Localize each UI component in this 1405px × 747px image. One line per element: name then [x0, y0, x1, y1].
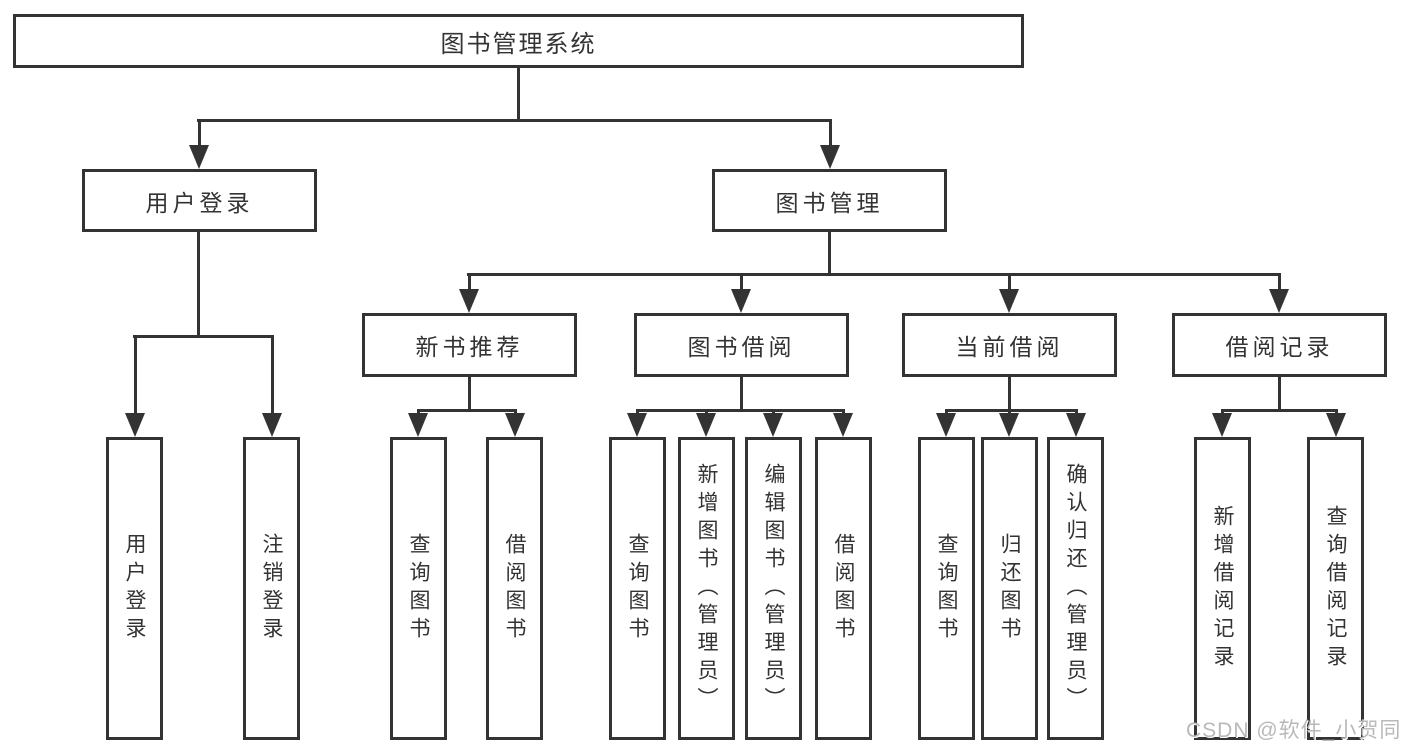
leaf-confirm-return-admin: 确认归还（管理员） — [1047, 437, 1104, 740]
connector-arrow — [262, 335, 282, 437]
leaf-borrow-books-1: 借阅图书 — [486, 437, 543, 740]
connector-line — [468, 377, 471, 409]
node-book-borrowing: 图书借阅 — [634, 313, 849, 377]
connector-line — [636, 409, 845, 412]
connector-arrow — [833, 409, 853, 437]
connector-arrow — [1269, 273, 1289, 313]
node-borrowing-records: 借阅记录 — [1172, 313, 1387, 377]
node-borrowing-records-label: 借阅记录 — [1225, 334, 1334, 360]
leaf-add-borrow-record: 新增借阅记录 — [1194, 437, 1251, 740]
connector-arrow — [1326, 409, 1346, 437]
leaf-user-login: 用户登录 — [106, 437, 163, 740]
leaf-query-books-3: 查询图书 — [918, 437, 975, 740]
leaf-query-books-2-label: 查询图书 — [626, 532, 649, 645]
node-book-borrowing-label: 图书借阅 — [687, 334, 796, 360]
node-root-label: 图书管理系统 — [440, 30, 597, 58]
leaf-borrow-books-2-label: 借阅图书 — [832, 532, 855, 645]
connector-arrow — [820, 119, 840, 169]
connector-line — [517, 68, 520, 122]
leaf-edit-books-admin-label: 编辑图书（管理员） — [762, 462, 785, 715]
leaf-query-borrow-record-label: 查询借阅记录 — [1324, 504, 1347, 673]
connector-arrow — [731, 273, 751, 313]
connector-line — [1008, 377, 1011, 409]
connector-arrow — [763, 409, 783, 437]
connector-arrow — [459, 273, 479, 313]
node-book-management-label: 图书管理 — [775, 189, 884, 216]
leaf-return-books: 归还图书 — [981, 437, 1038, 740]
leaf-add-books-admin-label: 新增图书（管理员） — [695, 462, 718, 715]
connector-arrow — [999, 273, 1019, 313]
node-current-borrowing-label: 当前借阅 — [955, 334, 1064, 360]
leaf-add-books-admin: 新增图书（管理员） — [678, 437, 735, 740]
connector-line — [417, 409, 517, 412]
connector-line — [1221, 409, 1337, 412]
connector-arrow — [627, 409, 647, 437]
leaf-confirm-return-admin-label: 确认归还（管理员） — [1064, 462, 1087, 715]
node-user-login: 用户登录 — [82, 169, 317, 232]
connector-line — [197, 232, 200, 335]
node-new-book-recommend-label: 新书推荐 — [415, 334, 524, 360]
connector-line — [828, 232, 831, 273]
node-book-management: 图书管理 — [712, 169, 947, 232]
leaf-logout-label: 注销登录 — [260, 532, 283, 645]
watermark: CSDN @软件_小贺同学 — [1186, 719, 1402, 742]
leaf-query-books-1-label: 查询图书 — [407, 532, 430, 645]
connector-arrow — [1066, 409, 1086, 437]
connector-line — [945, 409, 1077, 412]
leaf-edit-books-admin: 编辑图书（管理员） — [745, 437, 802, 740]
node-root: 图书管理系统 — [13, 14, 1024, 68]
leaf-add-borrow-record-label: 新增借阅记录 — [1211, 504, 1234, 673]
leaf-query-books-3-label: 查询图书 — [935, 532, 958, 645]
node-current-borrowing: 当前借阅 — [902, 313, 1117, 377]
connector-line — [197, 119, 831, 122]
leaf-query-borrow-record: 查询借阅记录 — [1307, 437, 1364, 740]
leaf-logout: 注销登录 — [243, 437, 300, 740]
connector-arrow — [125, 335, 145, 437]
leaf-query-books-1: 查询图书 — [390, 437, 447, 740]
connector-line — [467, 273, 1281, 276]
leaf-user-login-label: 用户登录 — [123, 532, 146, 645]
leaf-borrow-books-2: 借阅图书 — [815, 437, 872, 740]
connector-arrow — [1212, 409, 1232, 437]
node-user-login-label: 用户登录 — [145, 189, 254, 216]
node-new-book-recommend: 新书推荐 — [362, 313, 577, 377]
connector-arrow — [696, 409, 716, 437]
leaf-borrow-books-1-label: 借阅图书 — [503, 532, 526, 645]
leaf-query-books-2: 查询图书 — [609, 437, 666, 740]
connector-line — [740, 377, 743, 409]
leaf-return-books-label: 归还图书 — [998, 532, 1021, 645]
connector-arrow — [936, 409, 956, 437]
connector-arrow — [189, 119, 209, 169]
connector-arrow — [999, 409, 1019, 437]
connector-arrow — [408, 409, 428, 437]
connector-line — [133, 335, 274, 338]
connector-line — [1278, 377, 1281, 409]
connector-arrow — [505, 409, 525, 437]
